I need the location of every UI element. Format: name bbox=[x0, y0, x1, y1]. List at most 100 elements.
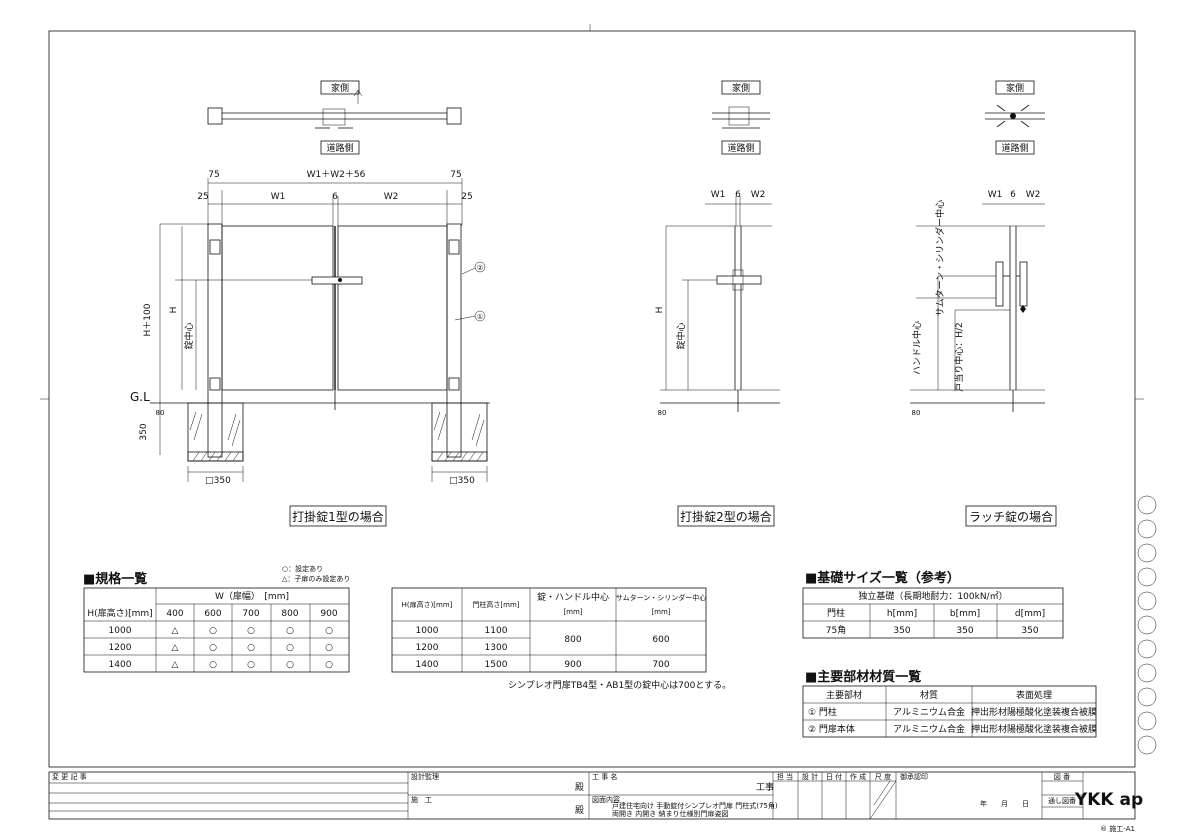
spec-legend-1: ○：設定あり bbox=[282, 564, 323, 573]
dim-gap-3: 6 bbox=[1010, 190, 1016, 200]
spec-cell: ○ bbox=[325, 626, 333, 636]
dim-w2-2: W2 bbox=[751, 190, 766, 200]
dim-total-width: W1＋W2＋56 bbox=[307, 169, 366, 180]
dim-h: H bbox=[169, 307, 179, 314]
material-cell-part: ① 門柱 bbox=[808, 706, 837, 718]
construction-label: 施 工 bbox=[411, 795, 432, 804]
dim-80-3: 80 bbox=[912, 409, 921, 417]
spec-cell: ○ bbox=[325, 643, 333, 653]
dim-350: 350 bbox=[139, 423, 149, 440]
foundation-right: □350 bbox=[431, 402, 488, 486]
title-block: 変 更 記 事 設計監理 殿 施 工 殿 工 事 名 工事 図面内容 戸建住宅向… bbox=[48, 771, 1143, 833]
house-label-3: 家側 bbox=[1006, 82, 1024, 94]
foundation-left: □350 bbox=[187, 402, 244, 486]
spec-width-0: 400 bbox=[166, 609, 183, 619]
gl-label: G.L bbox=[130, 390, 150, 404]
open-arrow-icon bbox=[353, 89, 363, 104]
spec-cell: ○ bbox=[209, 643, 217, 653]
dim-w1-3: W1 bbox=[988, 190, 1003, 200]
spec-cell: ○ bbox=[325, 660, 333, 670]
spec-table-heading: ■規格一覧 bbox=[83, 571, 147, 587]
view-type2: 家側 道路側 W1 6 W2 H 錠中心 80 打掛錠2型の場合 bbox=[655, 80, 780, 527]
foundation-table: ■基礎サイズ一覧（参考） 独立基礎（長期地耐力：100kN/㎡） 門柱 h[mm… bbox=[802, 570, 1064, 639]
dim-post-right: 75 bbox=[450, 170, 461, 180]
dim-offset-left: 25 bbox=[197, 192, 208, 202]
dim-w2-3: W2 bbox=[1026, 190, 1041, 200]
material-cell-part: ② 門扉本体 bbox=[808, 723, 855, 735]
dim-w2: W2 bbox=[384, 192, 399, 202]
dim-w1-2: W1 bbox=[711, 190, 726, 200]
post-row-post: 1100 bbox=[485, 626, 508, 636]
post-header-lock: 錠・ハンドル中心 bbox=[537, 591, 609, 603]
dim-gap-2: 6 bbox=[735, 190, 741, 200]
spec-table: ■規格一覧 ○：設定あり △：子扉のみ設定あり W（扉幅） [mm] H(扉高さ… bbox=[83, 564, 350, 673]
latch-handle-right bbox=[1019, 261, 1028, 307]
work-name-label: 工 事 名 bbox=[592, 772, 617, 781]
lock-handle bbox=[311, 276, 363, 285]
spec-cell: △ bbox=[172, 660, 179, 670]
material-cell-finish: 押出形材陽極酸化塗装複合被膜 bbox=[971, 723, 1097, 735]
spec-cell: ○ bbox=[247, 660, 255, 670]
view-title-type2: 打掛錠2型の場合 bbox=[680, 509, 772, 524]
material-cell-finish: 押出形材陽極酸化塗装複合被膜 bbox=[971, 706, 1097, 718]
stamp-label: 尺 度 bbox=[875, 772, 891, 781]
marker-1: ① bbox=[477, 313, 483, 321]
view-title-latch: ラッチ錠の場合 bbox=[969, 509, 1053, 524]
dim-offset-right: 25 bbox=[461, 192, 472, 202]
stamp-label: 日 付 bbox=[826, 772, 842, 781]
design-honorific: 殿 bbox=[575, 782, 584, 793]
material-cell-material: アルミニウム合金 bbox=[893, 706, 965, 718]
design-supervision-label: 設計監理 bbox=[411, 772, 439, 781]
door-right bbox=[337, 225, 448, 391]
lock-handle-2 bbox=[716, 275, 762, 285]
dim-stopper-center: 戸当り中心：H/2 bbox=[953, 322, 965, 392]
material-header-finish: 表面処理 bbox=[1016, 689, 1052, 701]
foundation-cell-h: 350 bbox=[893, 626, 910, 636]
foundation-header-d: d[mm] bbox=[1015, 609, 1045, 619]
road-label-3: 道路側 bbox=[1001, 142, 1028, 154]
material-header-material: 材質 bbox=[920, 689, 938, 701]
spec-row-header: H(扉高さ)[mm] bbox=[87, 607, 152, 619]
post-row-post: 1300 bbox=[485, 643, 508, 653]
foundation-header-b: b[mm] bbox=[950, 609, 980, 619]
foundation-subtitle: 独立基礎（長期地耐力：100kN/㎡） bbox=[858, 590, 1007, 602]
dim-lock-center-2: 錠中心 bbox=[675, 322, 687, 349]
dim-h-total: H＋100 bbox=[142, 303, 153, 336]
post-lock-1: 800 bbox=[564, 635, 581, 645]
dim-handle-center: ハンドル中心 bbox=[911, 321, 923, 375]
spec-cell: △ bbox=[172, 626, 179, 636]
post-row-h: 1400 bbox=[416, 660, 439, 670]
drawing-code: ® 施工-A1 bbox=[1100, 824, 1135, 833]
drawing-no-label: 図 番 bbox=[1054, 773, 1070, 781]
post-row-post: 1500 bbox=[485, 660, 508, 670]
post-header-lock-unit: [mm] bbox=[563, 608, 582, 616]
material-table: ■主要部材材質一覧 主要部材 材質 表面処理 ① 門柱アルミニウム合金押出形材陽… bbox=[802, 669, 1097, 738]
dim-lock-center: 錠中心 bbox=[183, 322, 195, 349]
road-label-2: 道路側 bbox=[727, 142, 754, 154]
foundation-heading: ■基礎サイズ一覧（参考） bbox=[805, 570, 960, 586]
spec-cell: ○ bbox=[247, 643, 255, 653]
foundation-label-right: □350 bbox=[449, 476, 475, 486]
spec-cell: ○ bbox=[286, 626, 294, 636]
serial-no-label: 通し図番 bbox=[1048, 796, 1076, 805]
dim-gap: 6 bbox=[332, 192, 338, 202]
foundation-cell-post: 75角 bbox=[826, 624, 846, 636]
spec-row-h: 1400 bbox=[109, 660, 132, 670]
spec-cell: ○ bbox=[209, 660, 217, 670]
work-label: 工事 bbox=[756, 781, 774, 793]
view-type1: 家側 道路側 75 75 W1＋W2＋56 25 25 W1 6 W2 bbox=[130, 80, 490, 527]
door-left bbox=[221, 225, 334, 391]
house-label: 家側 bbox=[331, 82, 349, 94]
spec-col-group: W（扉幅） [mm] bbox=[215, 590, 289, 602]
margin-circles bbox=[1137, 495, 1157, 755]
spec-width-4: 900 bbox=[320, 609, 337, 619]
spec-cell: ○ bbox=[209, 626, 217, 636]
foundation-header-h: h[mm] bbox=[887, 609, 917, 619]
post-row-h: 1000 bbox=[416, 626, 439, 636]
dim-80-2: 80 bbox=[658, 409, 667, 417]
foundation-cell-d: 350 bbox=[1021, 626, 1038, 636]
post-row-h: 1200 bbox=[416, 643, 439, 653]
spec-row-h: 1200 bbox=[109, 643, 132, 653]
spec-row-h: 1000 bbox=[109, 626, 132, 636]
spec-legend-2: △：子扉のみ設定あり bbox=[282, 574, 350, 583]
